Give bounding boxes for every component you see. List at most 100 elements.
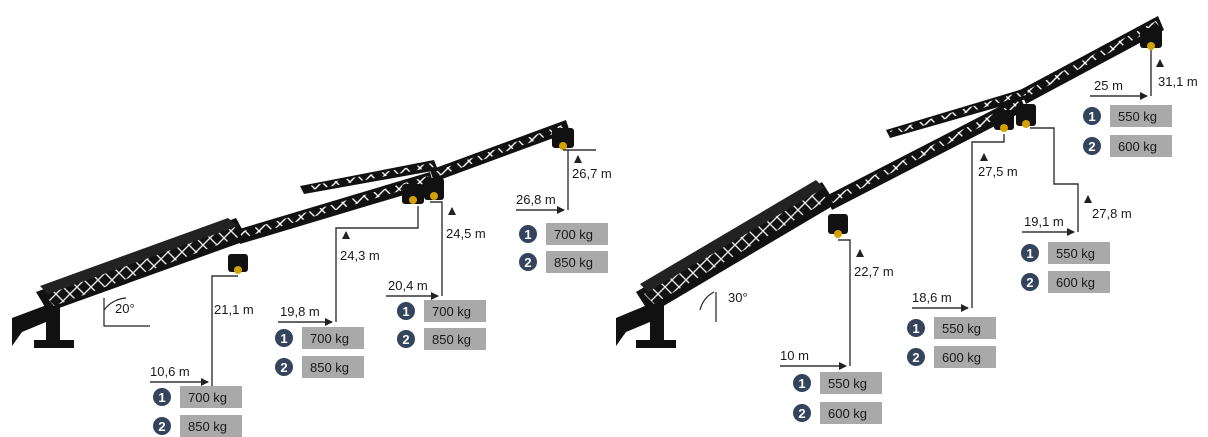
load-2-value: 850 kg [310, 360, 349, 375]
badge-1 [397, 302, 415, 320]
badge-2-label: 2 [280, 360, 287, 375]
badge-1 [275, 329, 293, 347]
load-2-value: 600 kg [942, 350, 981, 365]
right-position-3: 19,1 m 27,8 m 1 550 kg 2 600 kg [1021, 206, 1132, 293]
badge-1-label: 1 [402, 304, 409, 319]
right-guide-lines [780, 50, 1164, 370]
left-crane-main-boom [36, 218, 248, 312]
left-crane-jib [430, 120, 570, 182]
right-crane-folded-jib [886, 88, 1030, 138]
badge-2 [1083, 137, 1101, 155]
capacity-box [302, 327, 364, 349]
radius-label: 19,1 m [1024, 214, 1064, 229]
height-label: 22,7 m [854, 264, 894, 279]
right-position-1: 10 m 22,7 m 1 550 kg 2 600 kg [780, 264, 894, 424]
badge-1 [1021, 244, 1039, 262]
badge-2-label: 2 [158, 419, 165, 434]
radius-label: 19,8 m [280, 304, 320, 319]
radius-label: 10 m [780, 348, 809, 363]
badge-2-label: 2 [1026, 275, 1033, 290]
capacity-box [1048, 242, 1110, 264]
right-angle-indicator: 30° [699, 290, 748, 322]
load-2-value: 600 kg [1056, 275, 1095, 290]
right-angle-label: 30° [728, 290, 748, 305]
badge-1 [907, 319, 925, 337]
capacity-box [424, 328, 486, 350]
load-2-value: 850 kg [432, 332, 471, 347]
capacity-row-1: 1 700 kg [275, 327, 364, 349]
capacity-row-1: 1 550 kg [1083, 105, 1172, 127]
badge-2 [397, 330, 415, 348]
capacity-box [934, 317, 996, 339]
badge-1 [519, 225, 537, 243]
capacity-row-2: 2 600 kg [1083, 135, 1172, 157]
height-label: 27,8 m [1092, 206, 1132, 221]
capacity-row-2: 2 600 kg [793, 402, 882, 424]
badge-2-label: 2 [798, 406, 805, 421]
left-crane-folded-jib [300, 160, 438, 194]
right-crane-trolleys [828, 28, 1162, 238]
capacity-box [180, 415, 242, 437]
capacity-row-1: 1 700 kg [397, 300, 486, 322]
radius-label: 26,8 m [516, 192, 556, 207]
capacity-row-2: 2 850 kg [519, 251, 608, 273]
radius-label: 25 m [1094, 78, 1123, 93]
capacity-box [1048, 271, 1110, 293]
capacity-row-2: 2 600 kg [907, 346, 996, 368]
capacity-row-1: 1 550 kg [1021, 242, 1110, 264]
radius-label: 20,4 m [388, 278, 428, 293]
right-crane: 30° 10 m 22,7 m 1 550 kg [616, 16, 1198, 424]
right-crane-main-boom [636, 180, 836, 314]
capacity-row-2: 2 850 kg [153, 415, 242, 437]
badge-1-label: 1 [158, 390, 165, 405]
badge-1-label: 1 [912, 321, 919, 336]
load-1-value: 550 kg [1118, 109, 1157, 124]
load-2-value: 600 kg [1118, 139, 1157, 154]
badge-1-label: 1 [280, 331, 287, 346]
capacity-box [934, 346, 996, 368]
badge-1-label: 1 [1026, 246, 1033, 261]
height-label: 27,5 m [978, 164, 1018, 179]
height-label: 24,3 m [340, 248, 380, 263]
badge-2 [519, 253, 537, 271]
badge-2-label: 2 [402, 332, 409, 347]
badge-2 [793, 404, 811, 422]
load-1-value: 700 kg [432, 304, 471, 319]
left-position-4: 26,8 m 26,7 m 1 700 kg 2 850 kg [516, 166, 612, 273]
capacity-box [180, 386, 242, 408]
badge-2-label: 2 [1088, 139, 1095, 154]
right-crane-jib [1020, 16, 1164, 104]
badge-1-label: 1 [1088, 109, 1095, 124]
capacity-row-1: 1 550 kg [793, 372, 882, 394]
capacity-row-2: 2 850 kg [397, 328, 486, 350]
height-label: 24,5 m [446, 226, 486, 241]
badge-2-label: 2 [524, 255, 531, 270]
capacity-box [546, 251, 608, 273]
left-guide-lines [150, 149, 596, 386]
badge-1 [153, 388, 171, 406]
height-label: 21,1 m [214, 302, 254, 317]
left-position-2: 19,8 m 24,3 m 1 700 kg 2 850 kg [275, 248, 380, 378]
load-1-value: 700 kg [554, 227, 593, 242]
badge-1-label: 1 [524, 227, 531, 242]
badge-1 [793, 374, 811, 392]
badge-2-label: 2 [912, 350, 919, 365]
badge-2 [275, 358, 293, 376]
load-1-value: 550 kg [1056, 246, 1095, 261]
left-angle-label: 20° [115, 301, 135, 316]
badge-1 [1083, 107, 1101, 125]
capacity-box [546, 223, 608, 245]
capacity-box [820, 402, 882, 424]
capacity-row-2: 2 850 kg [275, 356, 364, 378]
load-1-value: 700 kg [188, 390, 227, 405]
capacity-box [1110, 105, 1172, 127]
capacity-row-1: 1 700 kg [153, 386, 242, 408]
capacity-box [302, 356, 364, 378]
right-position-4: 25 m 31,1 m 1 550 kg 2 600 kg [1083, 74, 1198, 157]
left-position-1: 10,6 m 21,1 m 1 700 kg 2 850 kg [150, 302, 254, 437]
badge-2 [907, 348, 925, 366]
left-crane: 20° 10,6 m 21,1 m 1 7 [12, 120, 612, 437]
load-1-value: 550 kg [942, 321, 981, 336]
radius-label: 18,6 m [912, 290, 952, 305]
load-1-value: 700 kg [310, 331, 349, 346]
